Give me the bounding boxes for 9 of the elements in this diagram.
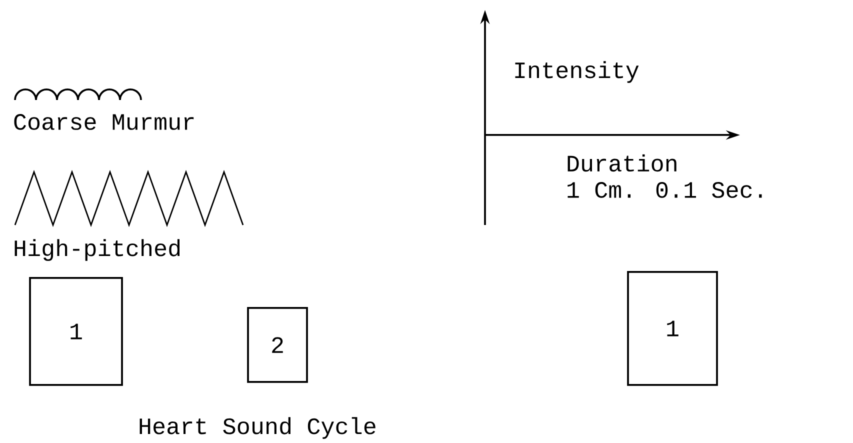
axis-label: 1 Cm. 0.1 Sec. — [568, 182, 762, 198]
numbered-box: 2 — [247, 307, 308, 383]
axis-label: Duration — [568, 154, 676, 172]
legend-text: High-pitched — [14, 239, 180, 261]
legend-text: Coarse Murmur — [14, 114, 194, 130]
axis-label: Intensity — [515, 61, 639, 83]
caption: Heart Sound Cycle — [140, 417, 376, 439]
numbered-box: 1 — [627, 271, 718, 386]
numbered-box: 1 — [29, 277, 123, 386]
